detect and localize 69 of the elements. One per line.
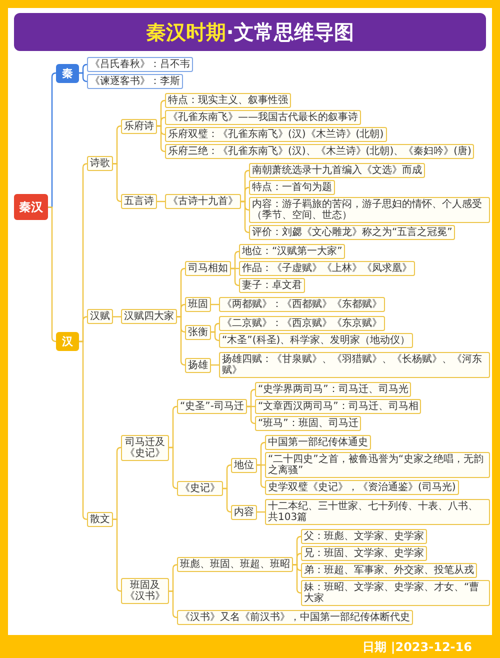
topic-box: 班彪、班固、班超、班昭 xyxy=(177,557,293,572)
topic-box: “史圣”-司马迁 xyxy=(177,399,247,414)
topic-box: 汉赋 xyxy=(87,309,113,324)
era-topic: 汉 xyxy=(56,332,79,352)
note-box: 乐府三绝：《孔雀东南飞》(汉)、《木兰诗》(北朝)、《秦妇吟》(唐) xyxy=(165,144,474,159)
connector-line xyxy=(113,316,121,318)
note-box: 扬雄四赋：《甘泉赋》、《羽猎赋》、《长杨赋》、《河东赋》 xyxy=(219,352,490,378)
note-box: 《汉书》又名《前汉书》，中国第一部纪传体断代史 xyxy=(177,610,413,625)
topic-box: 《古诗十九首》 xyxy=(165,194,241,209)
note-box: 评价：刘勰《文心雕龙》称之为“五言之冠冕” xyxy=(249,225,456,240)
connector-line xyxy=(157,125,166,152)
connector-line xyxy=(79,340,88,520)
connector-line xyxy=(177,316,186,366)
note-box: 妹：班昭、文学家、史学家、才女、“曹大家 xyxy=(301,580,490,606)
note-box: 内容：游子羁旅的苦闷，游子思妇的情怀、个人感受（季节、空间、世态） xyxy=(249,197,490,223)
connector-line xyxy=(169,446,178,490)
note-box: 作品：《子虚赋》《上林》《凤求凰》 xyxy=(239,261,415,276)
date-label: 日期 |2023-12-16 xyxy=(362,640,472,654)
connector-line xyxy=(241,200,250,234)
note-box: “班马”：班固、司马迁 xyxy=(255,416,362,431)
topic-box: 地位 xyxy=(231,458,257,472)
topic-box: 班固 xyxy=(185,297,211,312)
note-box: 特点：现实主义、叙事性强 xyxy=(165,93,291,108)
connector-line xyxy=(223,488,232,513)
note-box: 《二京赋》：《西京赋》《东京赋》 xyxy=(219,316,385,331)
note-box: 兄：班固、文学家、史学家 xyxy=(301,546,427,561)
note-box: 乐府双璧：《孔雀东南飞》(汉)《木兰诗》(北朝) xyxy=(165,127,387,142)
note-box: 《两都赋》：《西都赋》《东都赋》 xyxy=(219,297,385,312)
topic-box: 乐府诗 xyxy=(121,118,157,134)
note-box: 《吕氏春秋》：吕不韦 xyxy=(87,57,193,72)
note-box: 十二本纪、三十世家、七十列传、十表、八书、共103篇 xyxy=(265,499,490,525)
central-topic: 秦汉 xyxy=(14,194,48,220)
note-box: 中国第一部纪传体通史 xyxy=(265,435,371,450)
era-topic: 秦 xyxy=(56,64,79,82)
note-box: 《谏逐客书》：李斯 xyxy=(87,74,183,89)
topic-box: 司马相如 xyxy=(185,261,231,276)
connector-line xyxy=(211,331,220,342)
topic-box: 汉赋四大家 xyxy=(121,309,177,324)
note-box: “史学界两司马”：司马迁、司马光 xyxy=(255,382,412,397)
note-box: 弟：班超、军事家、外交家、投笔从戎 xyxy=(301,563,477,578)
topic-box: 内容 xyxy=(231,504,257,520)
connector-line xyxy=(231,268,240,286)
connector-line xyxy=(247,406,256,424)
topic-box: 诗歌 xyxy=(87,156,113,172)
note-box: “二十四史”之首，被鲁迅誉为“史家之绝唱，无韵之离骚” xyxy=(265,452,490,478)
connector-line xyxy=(257,464,266,488)
note-box: 妻子：卓文君 xyxy=(239,278,305,293)
connector-line xyxy=(113,518,122,592)
topic-box: 《史记》 xyxy=(177,481,223,496)
topic-box: 扬雄 xyxy=(185,358,211,372)
note-box: “文章西汉两司马”：司马迁、司马相 xyxy=(255,399,422,414)
connector-line xyxy=(48,206,57,342)
note-box: 《孔雀东南飞》——我国古代最长的叙事诗 xyxy=(165,110,361,125)
connector-line xyxy=(113,163,122,202)
connector-line xyxy=(293,564,302,594)
topic-box: 五言诗 xyxy=(121,194,157,209)
note-box: 父：班彪、文学家、史学家 xyxy=(301,529,427,544)
note-box: 史学双璧《史记》，《资治通鉴》(司马光) xyxy=(265,480,459,495)
note-box: 地位：“汉赋第一大家” xyxy=(239,244,346,259)
note-box: 南朝萧统选录十九首编入《文选》而成 xyxy=(249,163,425,178)
topic-box: 班固及《汉书》 xyxy=(121,578,169,604)
title-text: 秦汉时期·文常思维导图 xyxy=(146,20,354,44)
topic-box: 散文 xyxy=(87,512,113,527)
connector-line xyxy=(169,590,178,618)
note-box: “木圣”(科圣)、科学家、发明家（地动仪） xyxy=(219,333,414,348)
note-box: 特点：一首句为题 xyxy=(249,180,335,195)
connector-line xyxy=(79,72,88,82)
topic-box: 张衡 xyxy=(185,324,211,340)
topic-box: 司马迁及《史记》 xyxy=(121,434,169,460)
